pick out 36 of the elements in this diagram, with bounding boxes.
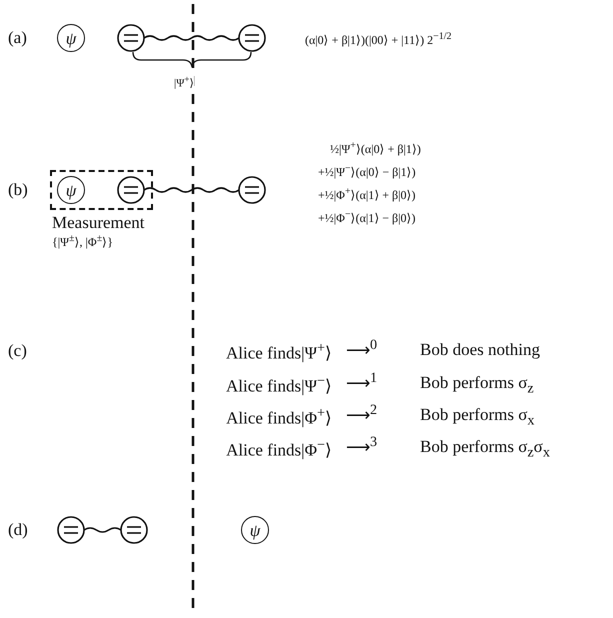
equation: +½|Ψ$^{−}$⟩(α|0⟩ − β|1⟩)	[318, 163, 416, 180]
particle-circle	[120, 516, 148, 544]
action-text: Bob does nothing	[420, 341, 540, 360]
state-circle: ψ	[57, 176, 85, 204]
outcome-text: Alice finds|Ψ$^{+}$⟩	[226, 341, 332, 364]
particle-circle	[238, 176, 266, 204]
equation: ½|Ψ$^{+}$⟩(α|0⟩ + β|1⟩)	[330, 140, 421, 156]
panel-label: (b)	[8, 181, 28, 200]
particle-circle	[117, 176, 145, 204]
equation: +½|Φ$^{+}$⟩(α|1⟩ + β|0⟩)	[318, 186, 416, 202]
arrow-text: ⟶$^{2}$	[346, 403, 378, 426]
arrow-text: ⟶$^{3}$	[346, 435, 378, 458]
equation: (α|0⟩ + β|1⟩)(|00⟩ + |11⟩) 2$^{−1/2}$	[305, 31, 452, 48]
panel-label: (c)	[8, 342, 27, 361]
state-circle: ψ	[57, 24, 85, 52]
basis-set: {|Ψ$^{±}$⟩, |Φ$^{±}$⟩}	[52, 234, 113, 248]
state-label: |Ψ$^{+}$⟩	[174, 74, 194, 90]
panel-label: (d)	[8, 521, 28, 540]
action-text: Bob performs σ$_{z}$σ$_{x}$	[420, 438, 550, 461]
state-circle: ψ	[241, 516, 269, 544]
wavy-link	[144, 35, 240, 41]
wavy-link	[84, 527, 122, 533]
outcome-text: Alice finds|Φ$^{+}$⟩	[226, 406, 332, 428]
equation: +½|Φ$^{−}$⟩(α|1⟩ − β|0⟩)	[318, 209, 416, 226]
particle-circle	[238, 24, 266, 52]
arrow-text: ⟶$^{1}$	[346, 371, 378, 394]
wavy-link	[144, 187, 240, 193]
action-text: Bob performs σ$_{z}$	[420, 374, 534, 397]
outcome-text: Alice finds|Φ$^{−}$⟩	[226, 438, 332, 460]
particle-circle	[117, 24, 145, 52]
arrow-text: ⟶$^{0}$	[346, 338, 378, 360]
outcome-text: Alice finds|Ψ$^{−}$⟩	[226, 374, 332, 396]
panel-label: (a)	[8, 29, 27, 48]
measurement-label: Measurement	[52, 214, 145, 231]
action-text: Bob performs σ$_{x}$	[420, 406, 534, 429]
particle-circle	[57, 516, 85, 544]
